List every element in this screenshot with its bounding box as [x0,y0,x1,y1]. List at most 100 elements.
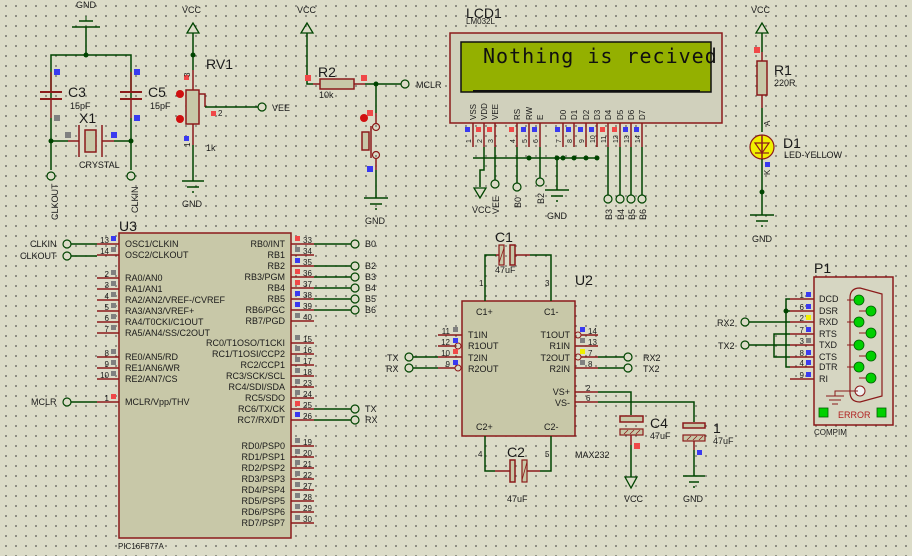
u3-clkout-label: CLKOUT [20,251,57,261]
u2-pin-t1in: T1IN [468,330,488,340]
lcd-vee-terminal[interactable] [490,179,500,189]
clkin-terminal[interactable] [126,171,136,181]
capacitor-c5[interactable]: C5 15pF [120,69,171,121]
u2-rx2-terminal[interactable] [623,352,633,362]
capacitor-c3[interactable]: C3 15pF [40,69,91,121]
capacitor-c4[interactable]: C4 47uF [619,415,671,477]
capacitor-1[interactable]: 1 47uF [682,420,734,476]
u3-pin-name: OSC2/CLKOUT [125,250,189,260]
u3-b3-terminal[interactable] [350,272,360,282]
d1-ref: D1 [783,135,801,151]
p1-pin-num: 8 [800,349,805,358]
lcd-lm032l[interactable]: LCD1 LM032L Nothing is recived VSS1VDD2V… [449,5,723,221]
u3-pin-num: 27 [303,482,312,491]
rv1-pin2: 2 [218,109,223,118]
pin-status-led [865,327,877,339]
u3-b2-terminal[interactable] [350,261,360,271]
reset-pushbutton[interactable] [360,84,381,172]
u3-b4-terminal[interactable] [350,283,360,293]
u3-pin-num: 17 [303,357,312,366]
vee-terminal[interactable] [257,102,267,112]
u3-pin-num: 22 [303,471,312,480]
p1-part: COMPIM [814,428,847,437]
lcd-pin-name: D4 [604,109,613,120]
u3-b6-terminal[interactable] [350,305,360,315]
c4-ref: C4 [650,415,668,431]
gnd-label: GND [76,0,97,10]
lcd-b6-terminal[interactable] [637,194,647,204]
u3-pin-name: RB1 [267,250,285,260]
button-press-icon[interactable] [360,114,368,122]
u3-pin-num: 29 [303,504,312,513]
lcd-b5-terminal[interactable] [626,194,636,204]
u3-pin-name: RB4 [267,283,285,293]
mclr-label: MCLR [416,80,442,90]
u3-pin-num: 39 [303,302,312,311]
p1-ref: P1 [814,260,831,276]
r2-value: 10k [319,90,334,100]
u2-rx-terminal[interactable] [404,363,414,373]
u2-tx2-terminal[interactable] [623,363,633,373]
reset-circuit[interactable]: VCC R2 10k MCLR GND [297,5,442,226]
led-d1[interactable] [749,134,775,160]
gnd-label: GND [752,234,773,244]
lcd-pin-name: D3 [593,109,602,120]
u3-tx-terminal[interactable] [350,404,360,414]
u3-clkout-terminal[interactable] [62,251,72,261]
rv1-value: 1k [206,143,216,153]
lcd-b4-terminal[interactable] [615,194,625,204]
lcd-pin-num: 3 [488,139,495,143]
p1-tx2-terminal[interactable] [740,340,750,350]
pin-status-led [853,316,865,328]
u2-num: 10 [441,349,450,358]
u3-clkin-terminal[interactable] [62,239,72,249]
lcd-vee-label: VEE [491,196,501,214]
crystal-circuit[interactable]: GND C3 15pF C5 15pF [40,0,171,220]
vcc-arrow-icon [472,187,488,200]
lcd-b0-terminal[interactable] [512,182,522,192]
u3-pin-num: 4 [105,292,110,301]
crystal-x1[interactable]: X1 CRYSTAL [48,110,134,170]
u3-pin-num: 33 [303,236,312,245]
u3-pin-num: 26 [303,412,312,421]
u3-b5-label: B5 [365,294,376,304]
gnd-symbol-icon [72,16,100,28]
lcd-pin-name: D5 [616,109,625,120]
u2-tx-terminal[interactable] [404,352,414,362]
u3-pin-num: 28 [303,493,312,502]
mclr-terminal[interactable] [400,79,410,89]
u2-pin-t1out: T1OUT [540,330,570,340]
lcd-pin-name: E [536,115,545,120]
u3-rx-terminal[interactable] [350,415,360,425]
pot-decrement-icon[interactable] [176,115,184,123]
u3-pin-num: 37 [303,280,312,289]
clkout-terminal[interactable] [46,171,56,181]
u2-tx-label: TX [387,353,399,363]
c5-ref: C5 [148,84,166,100]
u2-rx2-label: RX2 [643,353,661,363]
lcd-b3-terminal[interactable] [603,194,613,204]
pot-increment-icon[interactable] [176,90,184,98]
max232-u2[interactable]: U2 MAX232 C1+ C1- C2+ C2- T1IN R1OUT T2I… [386,229,734,504]
resistor-r2[interactable]: R2 10k [305,64,367,100]
capacitor-c1[interactable]: C1 47uF 1 3 [479,229,552,301]
lcd-b2-terminal[interactable] [535,177,545,187]
p1-rx2-terminal[interactable] [740,317,750,327]
u3-b0-terminal[interactable] [350,239,360,249]
u3-pin-name: RD2/PSP2 [241,463,285,473]
led-circuit[interactable]: VCC R1 220R A K D1 LED-YELLOW GND [749,5,843,244]
capacitor-c2[interactable]: C2 47uF 4 5 [478,436,552,504]
potentiometer-rv1[interactable]: VCC VEE 3 2 1 RV1 1k GND [176,5,290,209]
u3-pin-num: 18 [303,368,312,377]
u3-b3-label: B3 [365,272,376,282]
u3-mclr-terminal[interactable] [62,397,72,407]
u3-clkin-label: CLKIN [30,239,57,249]
cap-1-ref: 1 [713,420,721,436]
u3-pin-name: RE2/AN7/CS [125,374,178,384]
u3-b5-terminal[interactable] [350,294,360,304]
lcd-pin-num: 13 [624,135,631,143]
